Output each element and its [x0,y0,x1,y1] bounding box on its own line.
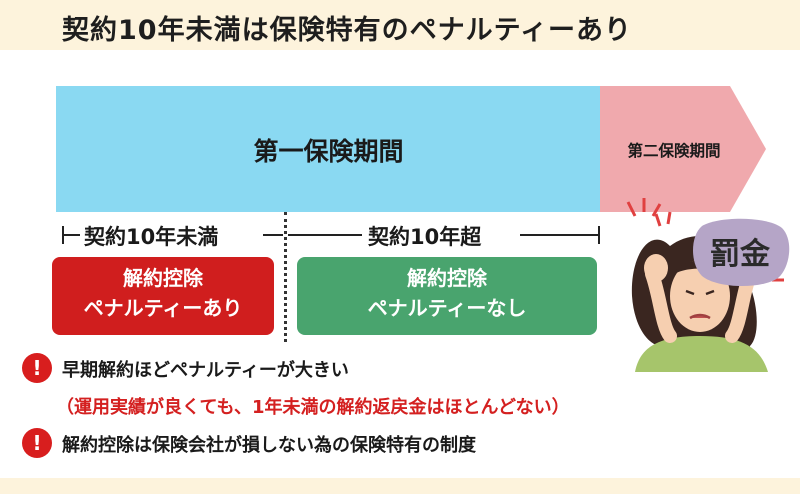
range-over-10-years-label: 契約10年超 [368,225,482,249]
range-end-tick [598,226,600,244]
title-bar [0,0,800,50]
note-early-cancellation: 早期解約ほどペナルティーが大きい [62,360,349,381]
bottom-band [0,478,800,494]
note-cancellation-deduction: 解約控除は保険会社が損しない為の保険特有の制度 [62,435,476,456]
page-title: 契約10年未満は保険特有のペナルティーあり [62,15,632,46]
range-under-line-right [263,234,283,236]
ten-year-divider [284,212,287,342]
first-insurance-period-label: 第一保険期間 [253,137,404,166]
no-penalty-box-subtitle: ペナルティーなし [367,296,527,320]
second-insurance-period-arrow [600,86,766,212]
penalty-badge-text: 罰金 [710,237,771,272]
range-over-line-right [520,234,600,236]
no-penalty-box: 解約控除 ペナルティーなし [297,257,597,335]
penalty-box: 解約控除 ペナルティーあり [52,257,274,335]
range-over-line-left [288,234,362,236]
second-insurance-period-label: 第二保険期間 [627,142,721,160]
no-penalty-box-title: 解約控除 [407,266,487,290]
penalty-box-title: 解約控除 [123,266,203,290]
range-under-10-years-label: 契約10年未満 [84,225,219,249]
note-early-cancellation-detail: （運用実績が良くても、1年未満の解約返戻金はほとんどない） [56,397,570,418]
first-insurance-period-bar [56,86,601,212]
warning-bullet-icon: ! [22,353,52,383]
penalty-badge-icon: 罰金 [693,218,790,287]
range-under-line-left [62,234,80,236]
warning-bullet-icon: ! [22,428,52,458]
penalty-box-subtitle: ペナルティーあり [83,296,243,320]
